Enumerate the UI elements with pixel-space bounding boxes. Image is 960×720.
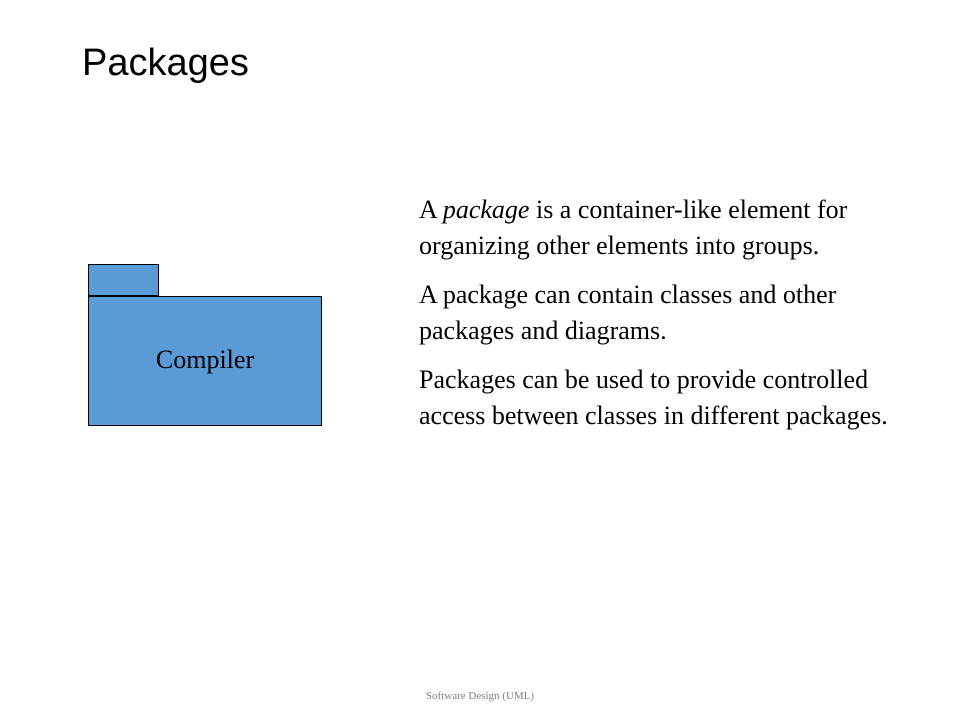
package-term: package bbox=[442, 195, 530, 224]
paragraph-package-access: Packages can be used to provide controll… bbox=[419, 365, 888, 430]
package-body: Compiler bbox=[88, 296, 322, 426]
paragraph-package-contents: A package can contain classes and other … bbox=[419, 280, 837, 345]
paragraph-1-start: A bbox=[419, 195, 443, 224]
description-text: A package is a container-like element fo… bbox=[419, 192, 919, 447]
paragraph-package-definition: A package is a container-like element fo… bbox=[419, 192, 919, 264]
package-name: Compiler bbox=[155, 345, 255, 374]
package-symbol: Compiler bbox=[88, 264, 322, 426]
slide-footer: Software Design (UML) bbox=[425, 690, 535, 702]
package-tab bbox=[88, 264, 159, 296]
slide-title: Packages bbox=[82, 42, 249, 84]
paragraph-1-end: is a container-like element for organizi… bbox=[419, 195, 848, 260]
